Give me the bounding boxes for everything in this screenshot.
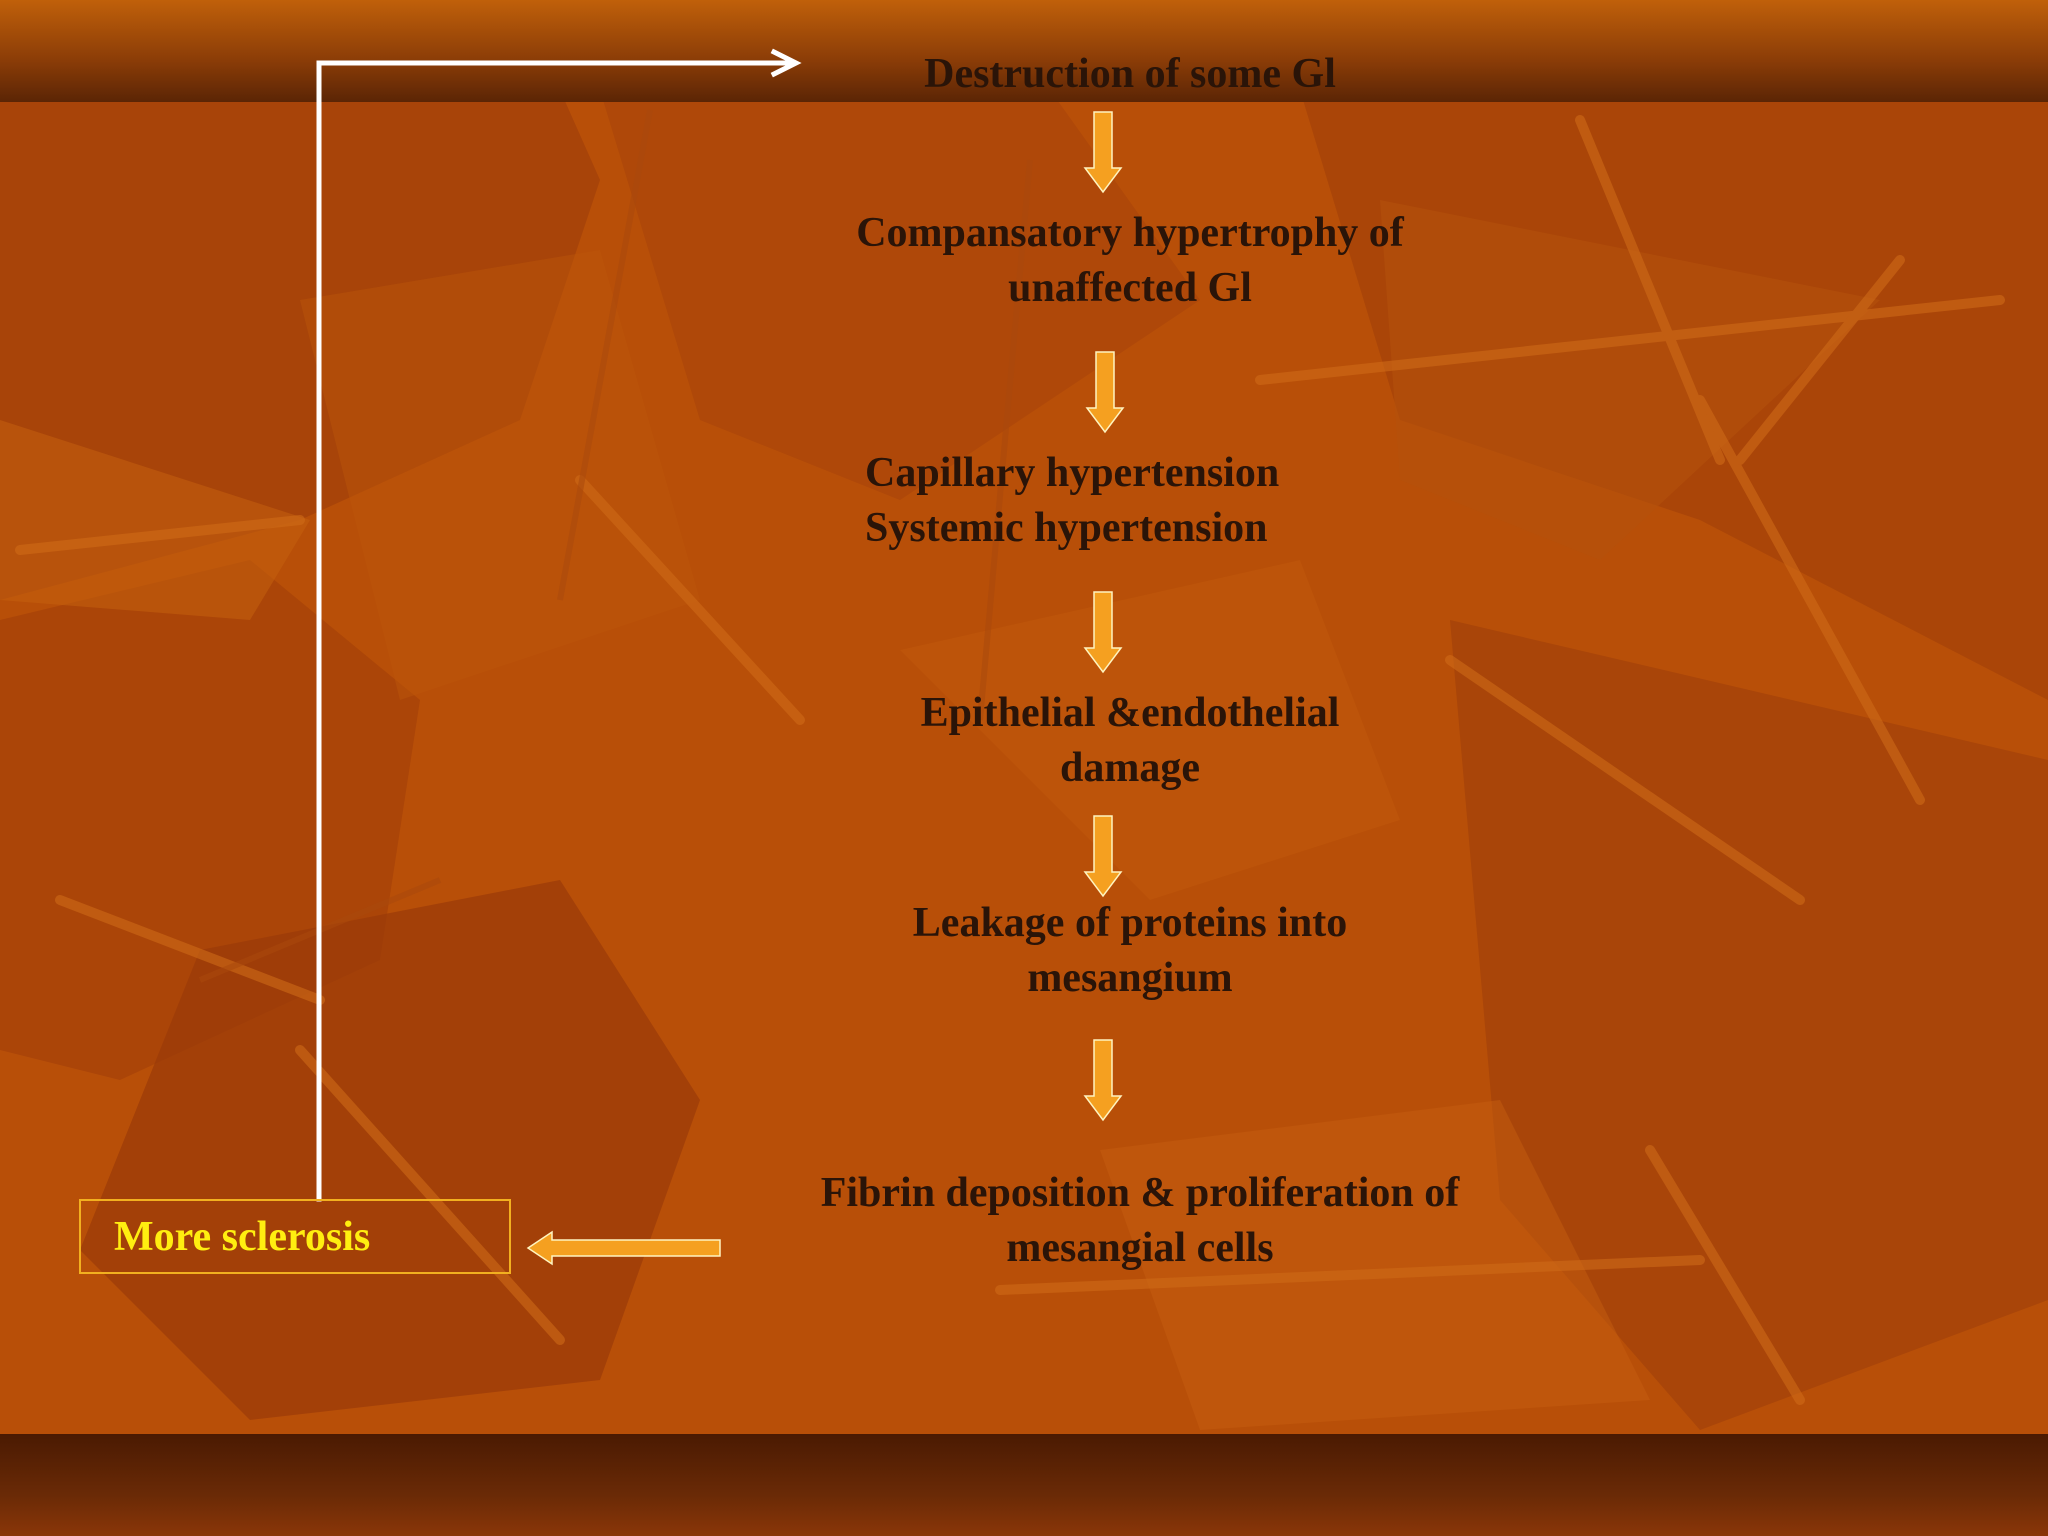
down-arrow-3 bbox=[1083, 591, 1123, 674]
result-label: More sclerosis bbox=[114, 1214, 371, 1260]
step-hypertension: Capillary hypertension Systemic hyperten… bbox=[865, 446, 1425, 556]
step-line: mesangium bbox=[1027, 955, 1233, 1001]
step-line: unaffected Gl bbox=[1008, 265, 1252, 311]
step-line: Compansatory hypertrophy of bbox=[856, 210, 1404, 256]
step-leakage: Leakage of proteins into mesangium bbox=[820, 896, 1440, 1006]
down-arrow-4 bbox=[1083, 815, 1123, 898]
step-destruction: Destruction of some Gl bbox=[820, 47, 1440, 102]
step-line: Epithelial &endothelial bbox=[920, 690, 1340, 736]
feedback-loop-arrow bbox=[316, 48, 802, 1202]
down-arrow-5 bbox=[1083, 1039, 1123, 1122]
step-line: Systemic hypertension bbox=[865, 505, 1268, 551]
step-line: Leakage of proteins into bbox=[912, 900, 1348, 946]
step-line: Fibrin deposition & proliferation of bbox=[820, 1170, 1460, 1216]
step-line: damage bbox=[1060, 745, 1200, 791]
left-arrow bbox=[526, 1230, 721, 1266]
bottom-band bbox=[0, 1434, 2048, 1536]
result-box: More sclerosis bbox=[79, 1199, 511, 1274]
step-damage: Epithelial &endothelial damage bbox=[820, 686, 1440, 796]
step-line: mesangial cells bbox=[1006, 1225, 1274, 1271]
step-line: Capillary hypertension bbox=[865, 450, 1280, 496]
step-hypertrophy: Compansatory hypertrophy of unaffected G… bbox=[780, 206, 1480, 316]
step-fibrin: Fibrin deposition & proliferation of mes… bbox=[760, 1166, 1520, 1276]
down-arrow-1 bbox=[1083, 111, 1123, 194]
top-band bbox=[0, 0, 2048, 102]
step-line: Destruction of some Gl bbox=[924, 51, 1336, 97]
down-arrow-2 bbox=[1085, 351, 1125, 434]
